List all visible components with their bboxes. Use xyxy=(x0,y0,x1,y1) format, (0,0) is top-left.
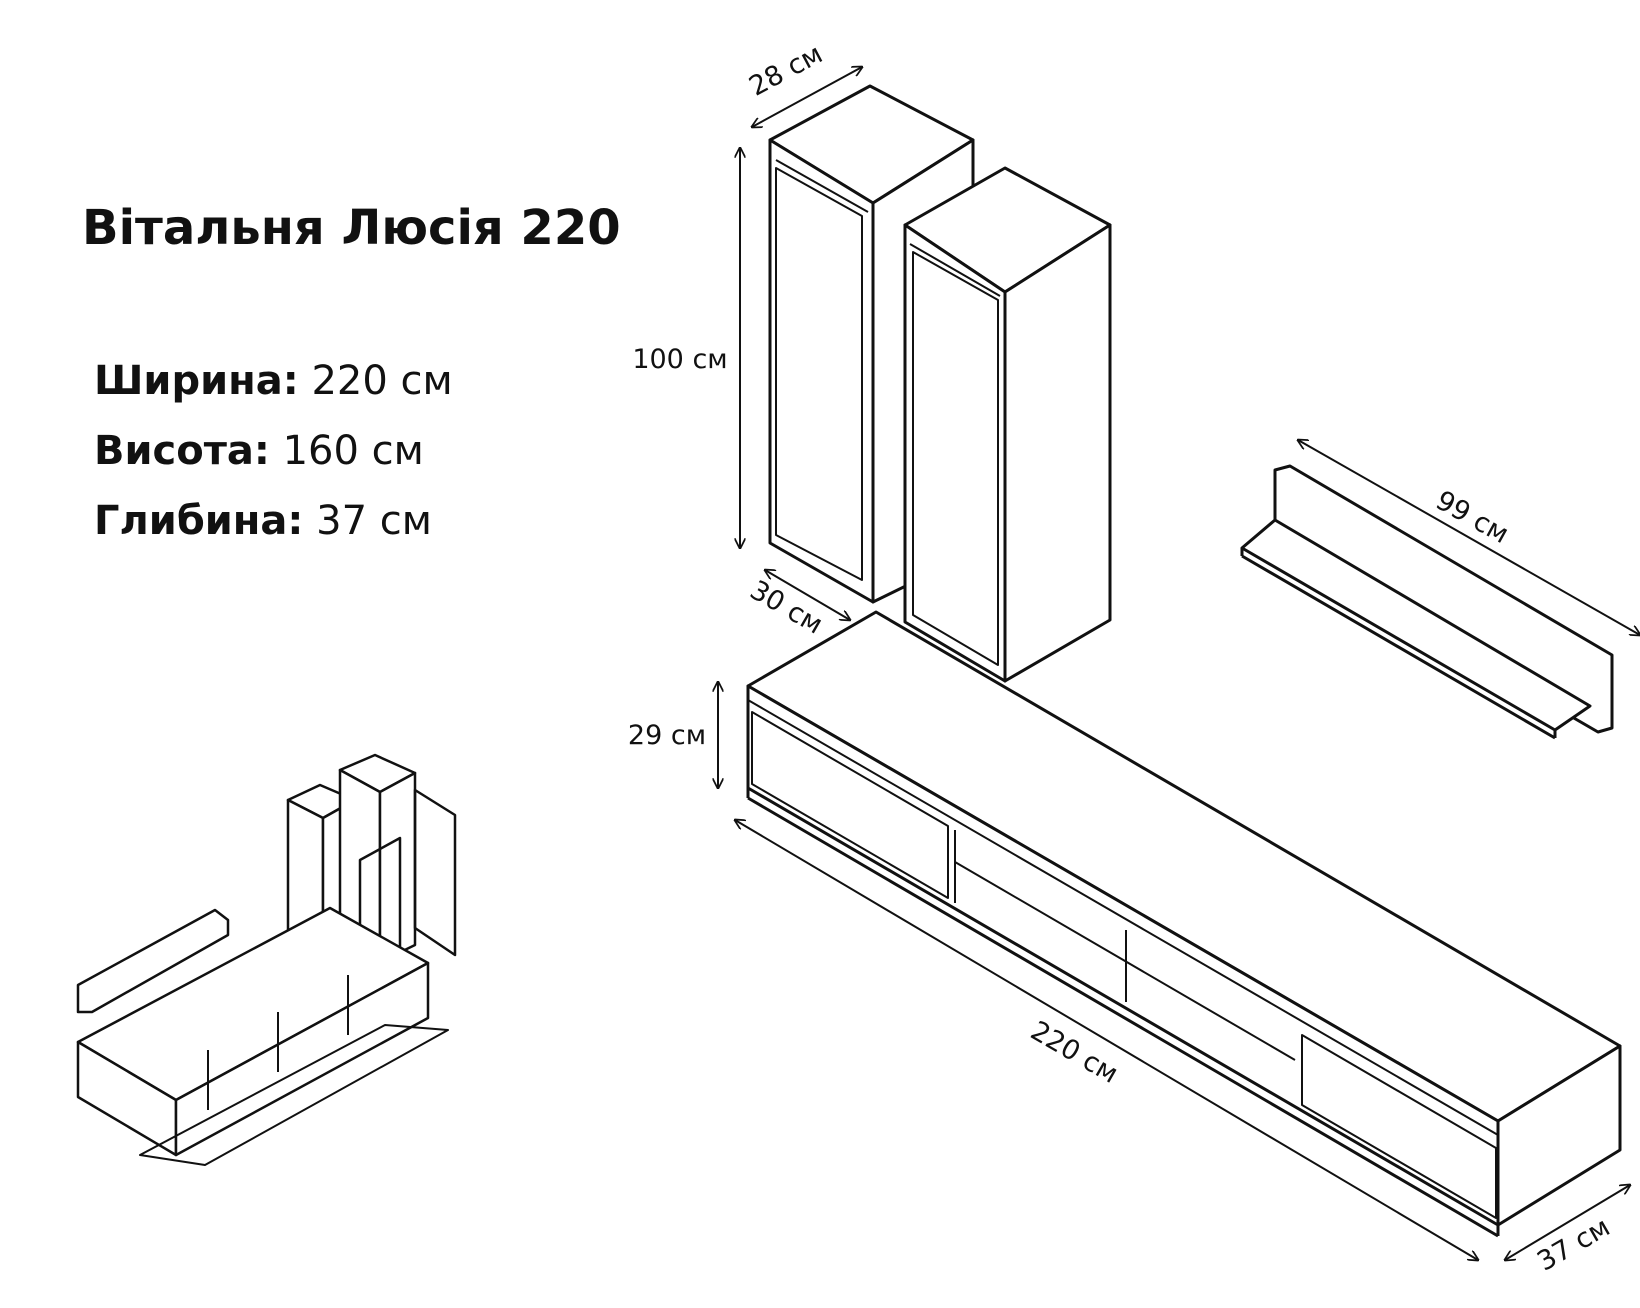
dim-arrow-cabinet-depth xyxy=(765,570,850,620)
overview-drawing xyxy=(76,753,457,1166)
wall-shelf xyxy=(1240,464,1614,740)
dim-label-tv-length: 220 см xyxy=(1025,1015,1123,1090)
dim-arrow-tv-depth xyxy=(1505,1185,1630,1260)
dim-arrow-tv-length xyxy=(735,820,1478,1260)
dimension-lines xyxy=(718,67,1640,1260)
spec-depth: Глибина: 37 см xyxy=(94,498,432,544)
dim-label-cabinet-depth: 30 см xyxy=(745,575,828,641)
spec-width-label: Ширина: xyxy=(94,358,299,404)
spec-width: Ширина: 220 см xyxy=(94,358,453,404)
dim-arrow-cabinet-width xyxy=(752,67,862,127)
spec-depth-label: Глибина: xyxy=(94,498,304,544)
tv-stand xyxy=(746,610,1622,1238)
dim-label-cabinet-height: 100 см xyxy=(632,344,727,375)
spec-height: Висота: 160 см xyxy=(94,428,424,474)
spec-depth-value: 37 см xyxy=(303,498,432,544)
dim-label-tv-depth: 37 см xyxy=(1532,1212,1615,1278)
spec-height-value: 160 см xyxy=(269,428,424,474)
dim-label-tv-height: 29 см xyxy=(628,720,706,751)
dim-arrow-shelf-length xyxy=(1298,440,1640,635)
product-title: Вітальня Люсія 220 xyxy=(82,200,621,256)
tall-cabinet-right xyxy=(903,166,1112,683)
spec-height-label: Висота: xyxy=(94,428,270,474)
spec-width-value: 220 см xyxy=(298,358,453,404)
